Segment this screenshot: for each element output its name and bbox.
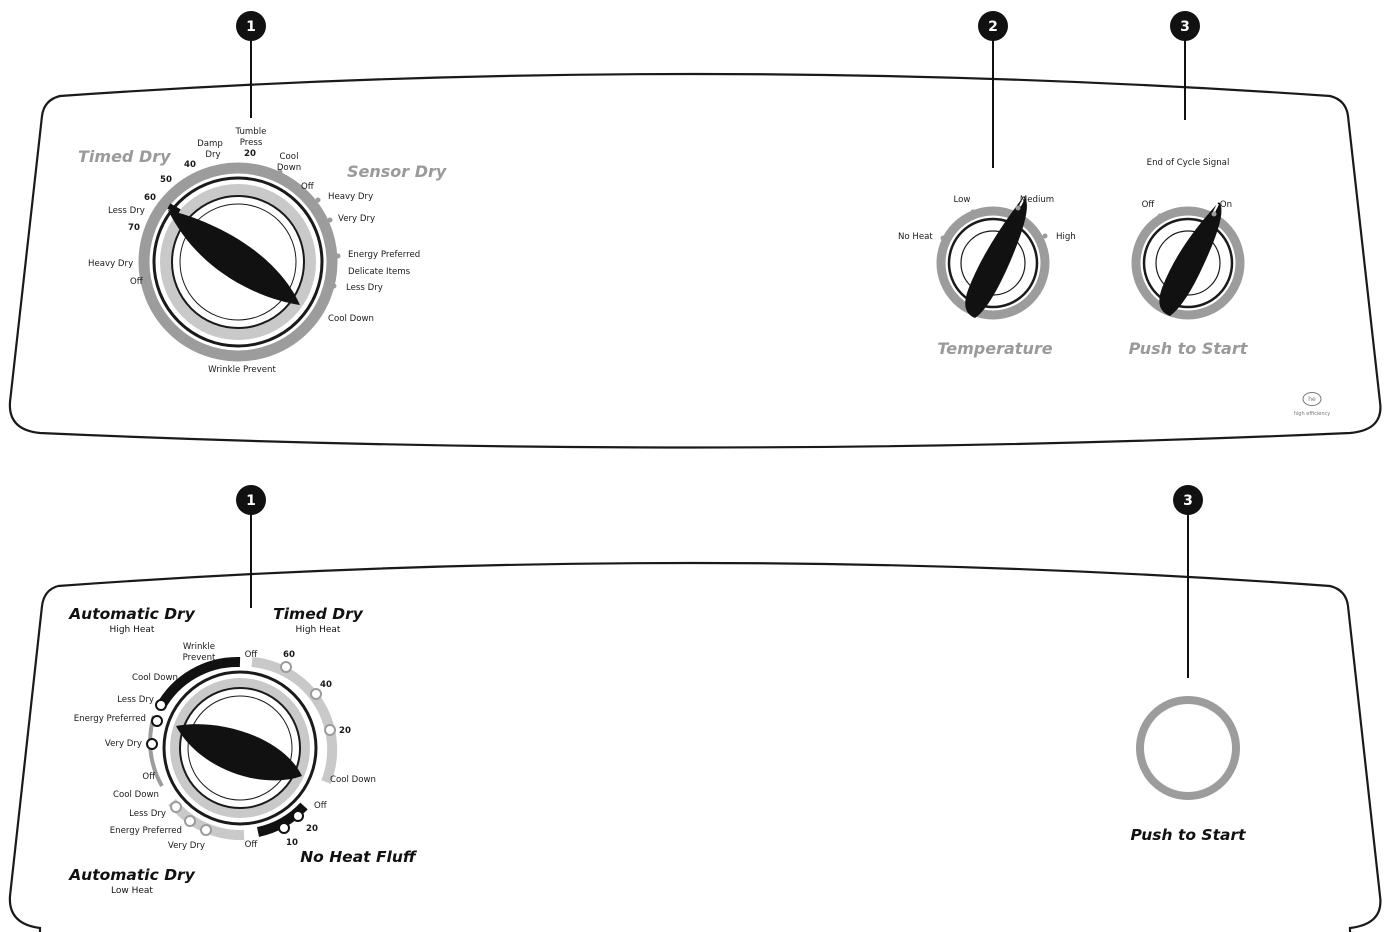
- label-wrinkle-prevent: Wrinkle Prevent: [208, 365, 276, 375]
- svg-text:1: 1: [246, 493, 256, 509]
- automatic-dry-low-title: Automatic Dry: [68, 866, 196, 884]
- label-medium: Medium: [1020, 195, 1054, 205]
- label-b-off-right: Off: [314, 801, 328, 811]
- label-b-off-top: Off: [245, 650, 259, 660]
- label-b-cool-down-right: Cool Down: [330, 775, 376, 785]
- temperature-title: Temperature: [937, 339, 1052, 358]
- callout-3-top: 3: [1170, 11, 1200, 120]
- label-damp-dry: Damp: [197, 139, 223, 149]
- timed-dry-bottom-title: Timed Dry: [273, 605, 364, 623]
- svg-text:he: he: [1308, 396, 1316, 403]
- label-timed-60: 60: [144, 193, 156, 203]
- label-signal-on: On: [1220, 200, 1232, 210]
- label-b-fluff-20: 20: [306, 824, 318, 834]
- svg-text:3: 3: [1180, 19, 1190, 35]
- label-b-prevent: Prevent: [183, 653, 216, 663]
- label-b-cool-down-hi: Cool Down: [132, 673, 178, 683]
- label-b-less-dry-lo: Less Dry: [129, 809, 166, 819]
- temperature-knob[interactable]: [936, 196, 1050, 320]
- label-tumble-press-2: Press: [240, 138, 263, 148]
- label-sensor-down: Down: [277, 163, 301, 173]
- label-timed-70: 70: [128, 223, 140, 233]
- he-logo-icon: he high efficiency: [1294, 392, 1331, 417]
- label-sensor-energy: Energy Preferred: [348, 250, 420, 260]
- bottom-cycle-dial[interactable]: [148, 656, 338, 841]
- no-heat-fluff-title: No Heat Fluff: [300, 848, 418, 866]
- label-low: Low: [954, 195, 971, 205]
- label-b-less-dry-hi: Less Dry: [117, 695, 154, 705]
- automatic-dry-high-title: Automatic Dry: [68, 605, 196, 623]
- timed-dry-title: Timed Dry: [78, 147, 171, 166]
- end-of-cycle-heading: End of Cycle Signal: [1147, 158, 1230, 168]
- label-no-heat: No Heat: [898, 232, 933, 242]
- bottom-panel-outline: [8, 561, 1382, 932]
- label-timed-40: 40: [184, 160, 196, 170]
- push-to-start-button[interactable]: [1136, 696, 1240, 800]
- label-b-off-left: Off: [142, 772, 156, 782]
- label-signal-off: Off: [1142, 200, 1156, 210]
- bottom-dial-ticks: [146, 661, 336, 836]
- automatic-dry-low-sub: Low Heat: [111, 886, 153, 896]
- signal-knob[interactable]: [1131, 202, 1245, 320]
- push-to-start-title-bottom: Push to Start: [1130, 826, 1246, 844]
- label-timed-50: 50: [160, 175, 172, 185]
- temperature-ticks: [940, 205, 1048, 241]
- label-tumble-press: Tumble: [235, 127, 267, 137]
- label-b-fluff-10: 10: [286, 838, 298, 848]
- top-panel-outline: [8, 72, 1382, 449]
- label-sensor-delicate: Delicate Items: [348, 267, 411, 277]
- label-b-cool-down-lo: Cool Down: [113, 790, 159, 800]
- signal-knob-pointer[interactable]: [1159, 202, 1222, 316]
- label-sensor-heavy-dry: Heavy Dry: [328, 192, 373, 202]
- label-sensor-less-dry: Less Dry: [346, 283, 383, 293]
- automatic-dry-high-sub: High Heat: [110, 625, 155, 635]
- label-b-20: 20: [339, 726, 351, 736]
- cycle-dial-ticks: [143, 165, 341, 289]
- label-sensor-cool: Cool: [280, 152, 299, 162]
- label-high: High: [1056, 232, 1076, 242]
- callout-1-top: 1: [236, 11, 266, 118]
- cycle-knob-pointer[interactable]: [168, 210, 300, 305]
- label-b-60: 60: [283, 650, 295, 660]
- callout-2: 2: [978, 11, 1008, 168]
- label-b-energy-hi: Energy Preferred: [74, 714, 146, 724]
- label-sensor-off: Off: [301, 182, 315, 192]
- label-b-energy-lo: Energy Preferred: [110, 826, 182, 836]
- label-b-very-dry-hi: Very Dry: [105, 739, 142, 749]
- callout-1-bottom: 1: [236, 485, 266, 608]
- label-damp-dry-2: Dry: [205, 150, 220, 160]
- label-timed-less-dry: Less Dry: [108, 206, 145, 216]
- label-b-very-dry-lo: Very Dry: [168, 841, 205, 851]
- label-b-40: 40: [320, 680, 332, 690]
- push-to-start-title-top: Push to Start: [1129, 339, 1249, 358]
- label-b-wrinkle: Wrinkle: [183, 642, 215, 652]
- bottom-knob-pointer[interactable]: [176, 724, 302, 781]
- label-sensor-cool-down: Cool Down: [328, 314, 374, 324]
- temperature-knob-pointer[interactable]: [965, 196, 1027, 318]
- label-timed-off: Off: [130, 277, 144, 287]
- svg-text:2: 2: [988, 19, 998, 35]
- signal-ticks: [1157, 211, 1217, 219]
- label-b-off-bottom: Off: [245, 840, 259, 850]
- label-sensor-very-dry: Very Dry: [338, 214, 375, 224]
- label-timed-heavy-dry: Heavy Dry: [88, 259, 133, 269]
- cycle-selector-dial[interactable]: [138, 162, 338, 362]
- svg-text:high efficiency: high efficiency: [1294, 411, 1331, 417]
- svg-text:1: 1: [246, 19, 256, 35]
- timed-dry-bottom-sub: High Heat: [296, 625, 341, 635]
- svg-text:3: 3: [1183, 493, 1193, 509]
- sensor-dry-title: Sensor Dry: [347, 162, 447, 181]
- callout-3-bottom: 3: [1173, 485, 1203, 678]
- label-timed-20: 20: [244, 149, 256, 159]
